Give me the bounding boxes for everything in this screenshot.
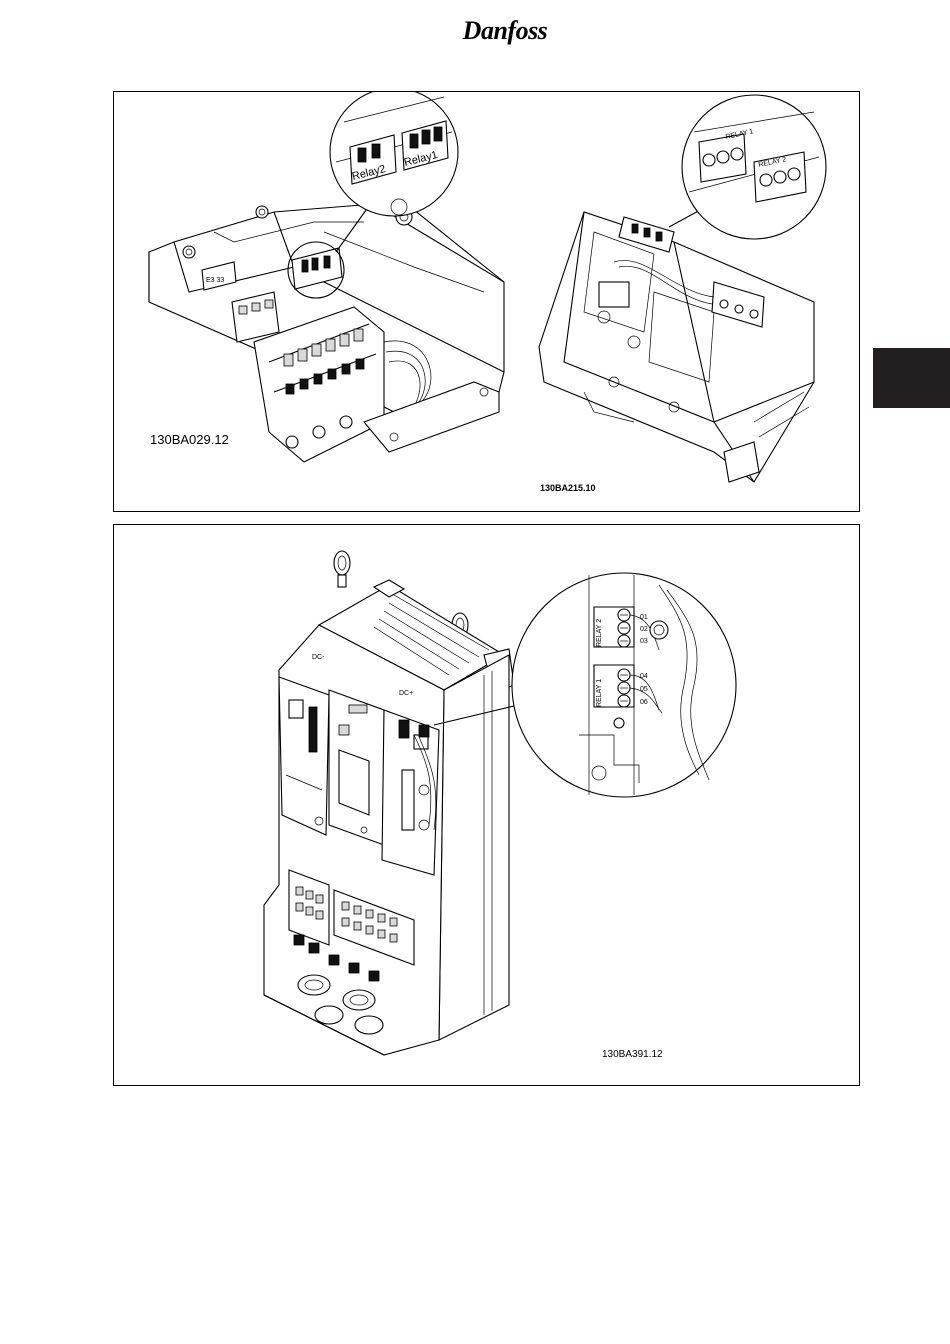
relay-connection-drawings-top: E3 33 bbox=[114, 92, 859, 511]
terminal-05: 05 bbox=[640, 686, 648, 693]
drive-drawing-left: E3 33 bbox=[149, 92, 504, 462]
relay-callout-right: RELAY 1 RELAY 2 bbox=[682, 95, 826, 239]
drawing-code-bottom: 130BA391.12 bbox=[602, 1049, 663, 1060]
dc-minus-label: DC- bbox=[312, 654, 325, 661]
drive-drawing-right: RELAY 1 RELAY 2 bbox=[539, 95, 826, 482]
terminal-01: 01 bbox=[640, 614, 648, 621]
relay1-label-bottom: RELAY 1 bbox=[596, 679, 603, 707]
section-tab bbox=[873, 348, 950, 408]
relay-connector-on-drive bbox=[419, 725, 429, 737]
drawing-code-left: 130BA029.12 bbox=[150, 432, 229, 447]
dc-plus-label: DC+ bbox=[399, 690, 413, 697]
relay-callout-left: Relay2 Relay1 bbox=[330, 92, 458, 216]
terminal-06: 06 bbox=[640, 699, 648, 706]
danfoss-logo: Danfoss bbox=[455, 16, 555, 56]
logo-text: Danfoss bbox=[455, 16, 555, 46]
figure-top-frame: E3 33 bbox=[113, 91, 860, 512]
terminal-02: 02 bbox=[640, 626, 648, 633]
relay2-label-bottom: RELAY 2 bbox=[596, 619, 603, 647]
figure-bottom-frame: DC- DC+ bbox=[113, 524, 860, 1086]
drive-drawing-large: DC- DC+ bbox=[264, 551, 539, 1055]
terminal-04: 04 bbox=[640, 673, 648, 680]
drawing-code-right: 130BA215.10 bbox=[540, 483, 596, 493]
lifting-eye-left bbox=[334, 551, 350, 587]
relay-connection-drawing-bottom: DC- DC+ bbox=[114, 525, 859, 1085]
terminal-03: 03 bbox=[640, 638, 648, 645]
relay-callout-bottom: RELAY 2 01 02 03 RELAY 1 04 05 06 bbox=[512, 573, 736, 797]
svg-text:E3 33: E3 33 bbox=[206, 277, 224, 284]
